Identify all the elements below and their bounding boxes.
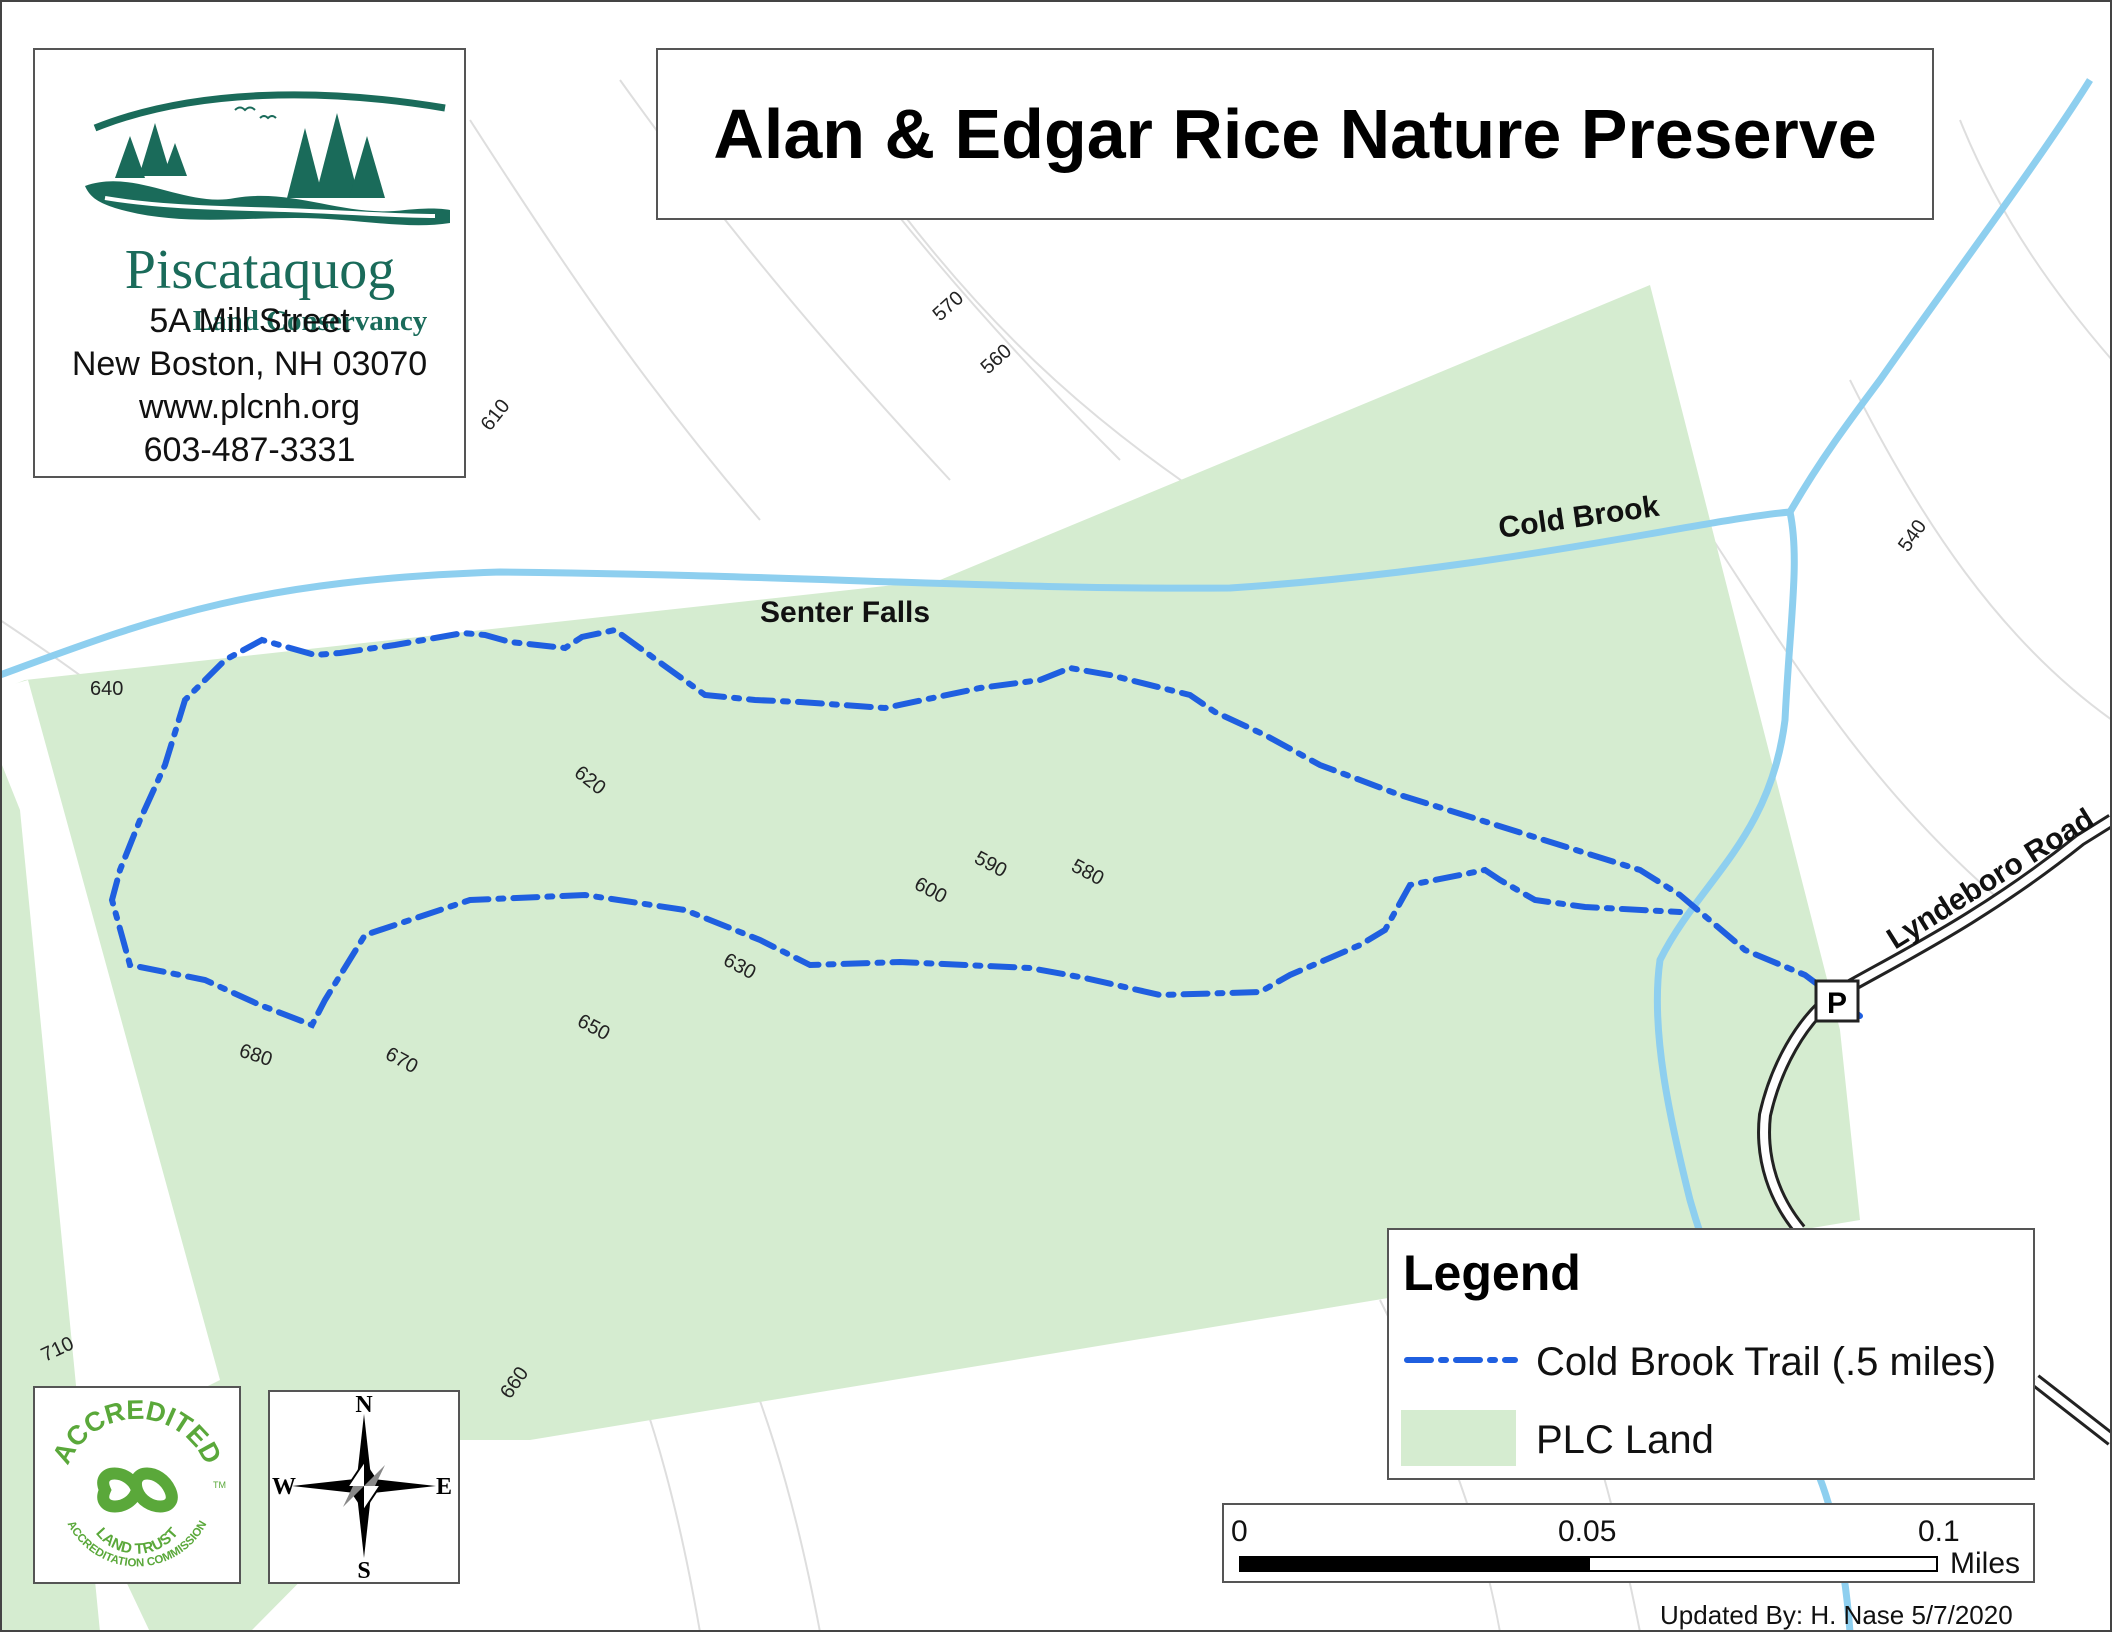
organization-info-box: Piscataquog Land Conservancy 5A Mill Str…	[33, 48, 466, 478]
parking-label: P	[1827, 987, 1847, 1020]
bird-icon	[234, 106, 256, 112]
compass-e-label: E	[436, 1474, 452, 1500]
piscataquog-logo: Piscataquog Land Conservancy	[85, 91, 450, 337]
accreditation-badge-box: ACCREDITED TM LAND TRUST ACCREDITATION C…	[33, 1386, 241, 1584]
legend-label-trail: Cold Brook Trail (.5 miles)	[1536, 1340, 1997, 1384]
cold-brook-trail	[108, 626, 1863, 1029]
tree-icon	[163, 143, 187, 176]
scale-bar-white-segment	[1588, 1556, 1938, 1572]
senter-falls-label: Senter Falls	[760, 596, 930, 629]
compass-box: N S W E	[268, 1390, 460, 1584]
tree-icon	[287, 128, 323, 198]
tree-icon	[115, 136, 145, 178]
scale-unit: Miles	[1950, 1547, 2021, 1580]
scale-bar-box: 0 0.05 0.1 Miles	[1222, 1503, 2035, 1583]
land-legend-swatch	[1401, 1410, 1516, 1466]
compass-s-label: S	[357, 1558, 370, 1582]
contour-label: 640	[90, 678, 123, 700]
compass-w-label: W	[272, 1474, 296, 1500]
river-highlight	[104, 196, 436, 218]
address-street: 5A Mill Street	[149, 302, 350, 340]
accreditation-seal-icon: ACCREDITED TM LAND TRUST ACCREDITATION C…	[46, 1395, 227, 1570]
compass-n-label: N	[355, 1392, 373, 1418]
tree-icon	[139, 123, 171, 176]
address-city: New Boston, NH 03070	[71, 345, 428, 383]
scale-tick-label: 0.05	[1558, 1515, 1617, 1548]
scale-tick-label: 0.1	[1918, 1515, 1960, 1548]
title-box: Alan & Edgar Rice Nature Preserve	[656, 48, 1934, 220]
bird-icon	[259, 115, 277, 120]
accredited-text: ACCREDITED	[46, 1395, 227, 1469]
compass-rose-icon: N S W E	[272, 1392, 452, 1584]
trademark-text: TM	[213, 1480, 226, 1490]
tree-icon	[349, 136, 385, 198]
compass-east-point	[364, 1478, 436, 1494]
logo-mountain-line	[93, 91, 446, 132]
parking-icon	[1814, 979, 1860, 1023]
org-name-line1: Piscataquog	[125, 239, 396, 301]
tree-icon	[315, 113, 359, 198]
legend-title: Legend	[1403, 1245, 1581, 1301]
org-website-link[interactable]: www.plcnh.org	[138, 388, 361, 426]
legend-box: Legend Cold Brook Trail (.5 miles) PLC L…	[1387, 1228, 2035, 1480]
org-name-line2: Land Conservancy	[193, 305, 428, 337]
map-title: Alan & Edgar Rice Nature Preserve	[713, 95, 1877, 173]
legend-label-land: PLC Land	[1536, 1418, 1714, 1462]
trail-legend-symbol	[1404, 1357, 1518, 1363]
lyndeboro-road	[1757, 814, 2112, 1446]
scale-bar-black-segment	[1239, 1556, 1588, 1572]
scale-tick-label: 0	[1231, 1515, 1248, 1548]
compass-west-point	[292, 1478, 364, 1494]
org-phone: 603-487-3331	[143, 431, 356, 469]
parking-marker[interactable]: P	[1814, 979, 1860, 1023]
infinity-icon	[97, 1467, 178, 1513]
updated-by-text: Updated By: H. Nase 5/7/2020	[1660, 1600, 2013, 1630]
